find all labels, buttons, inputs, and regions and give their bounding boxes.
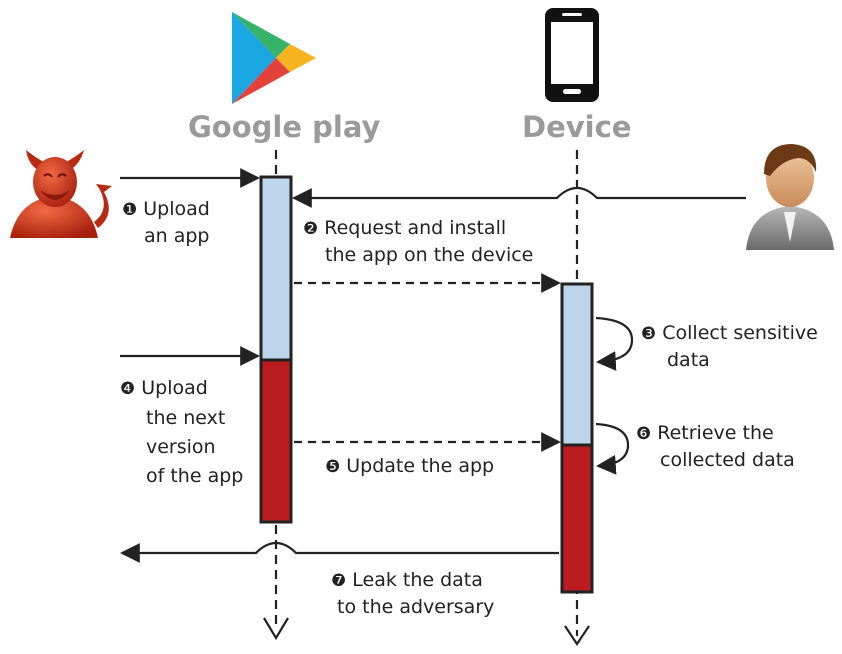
step-4-number: ❹ — [120, 379, 136, 399]
store-lifeline-label: Google play — [188, 110, 381, 144]
step-5-line-1: Update the app — [346, 455, 495, 477]
step-3-line-1: Collect sensitive — [662, 322, 818, 344]
step-4-line-4: of the app — [146, 465, 244, 487]
step-2-line-1: Request and install — [324, 217, 507, 239]
step-1-line-1: Upload — [143, 198, 210, 220]
step-2-number: ❷ — [303, 219, 319, 239]
store-activation-benign — [259, 175, 293, 362]
step-7-line-1: Leak the data — [352, 569, 483, 591]
step-7-line-2: to the adversary — [337, 596, 495, 618]
step-6-line-2: collected data — [660, 449, 795, 471]
store-activation-malicious — [259, 358, 293, 524]
step-1-number: ❶ — [122, 200, 138, 220]
device-activation-malicious — [560, 443, 594, 594]
request-arrow — [292, 186, 746, 208]
smartphone-icon — [545, 8, 599, 102]
step-3-line-2: data — [667, 349, 710, 371]
step-7-number: ❼ — [331, 571, 347, 591]
device-activation-benign — [560, 282, 594, 447]
step-6-number: ❻ — [636, 424, 652, 444]
step-1-line-2: an app — [144, 225, 210, 247]
store-lifeline-end-icon — [263, 617, 289, 641]
collect-self-arrow — [595, 316, 634, 371]
step-4-line-3: version — [146, 436, 216, 458]
user-person-icon — [746, 144, 834, 250]
retrieve-self-arrow — [595, 422, 630, 475]
device-lifeline-label: Device — [522, 110, 632, 144]
step-3-number: ❸ — [641, 324, 657, 344]
step-4-line-1: Upload — [141, 377, 208, 399]
device-lifeline-end-icon — [564, 625, 590, 646]
devil-attacker-icon — [10, 150, 112, 238]
step-6-line-1: Retrieve the — [657, 422, 774, 444]
step-4-line-2: the next — [146, 407, 226, 429]
leak-arrow — [120, 541, 559, 563]
google-play-icon — [232, 12, 316, 104]
step-5-number: ❺ — [325, 457, 341, 477]
step-2-line-2: the app on the device — [325, 244, 534, 266]
